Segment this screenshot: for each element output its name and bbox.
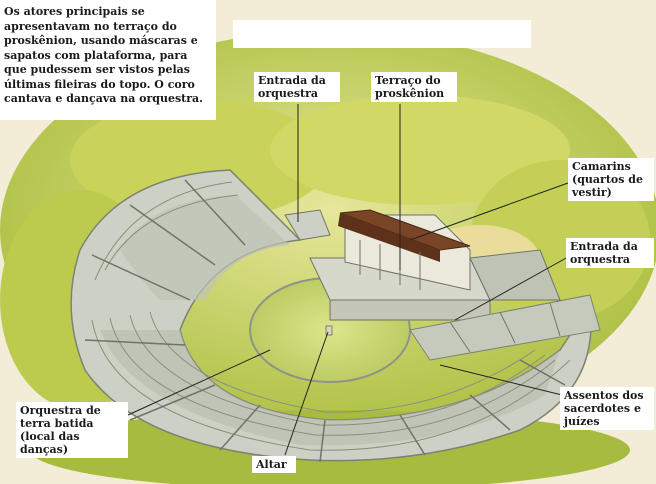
label-altar: Altar [252,456,296,473]
label-terraco-proskenion: Terraço do proskênion [371,72,457,102]
intro-text: Os atores principais se apresentavam no … [0,0,216,120]
seating-cavea [70,169,592,463]
label-camarins: Camarins (quartos de vestir) [568,158,654,201]
seating-right-wing [409,294,601,361]
label-orquestra-terra: Orquestra de terra batida (local das dan… [16,402,128,458]
blank-title-box [233,20,531,48]
skene-building [284,209,561,321]
label-assentos: Assentos dos sacerdotes e juízes [560,387,654,430]
label-entrada-orquestra-top: Entrada da orquestra [254,72,340,102]
label-entrada-orquestra-right: Entrada da orquestra [566,238,654,268]
altar-mark [325,325,333,336]
leader-lines [127,104,569,456]
